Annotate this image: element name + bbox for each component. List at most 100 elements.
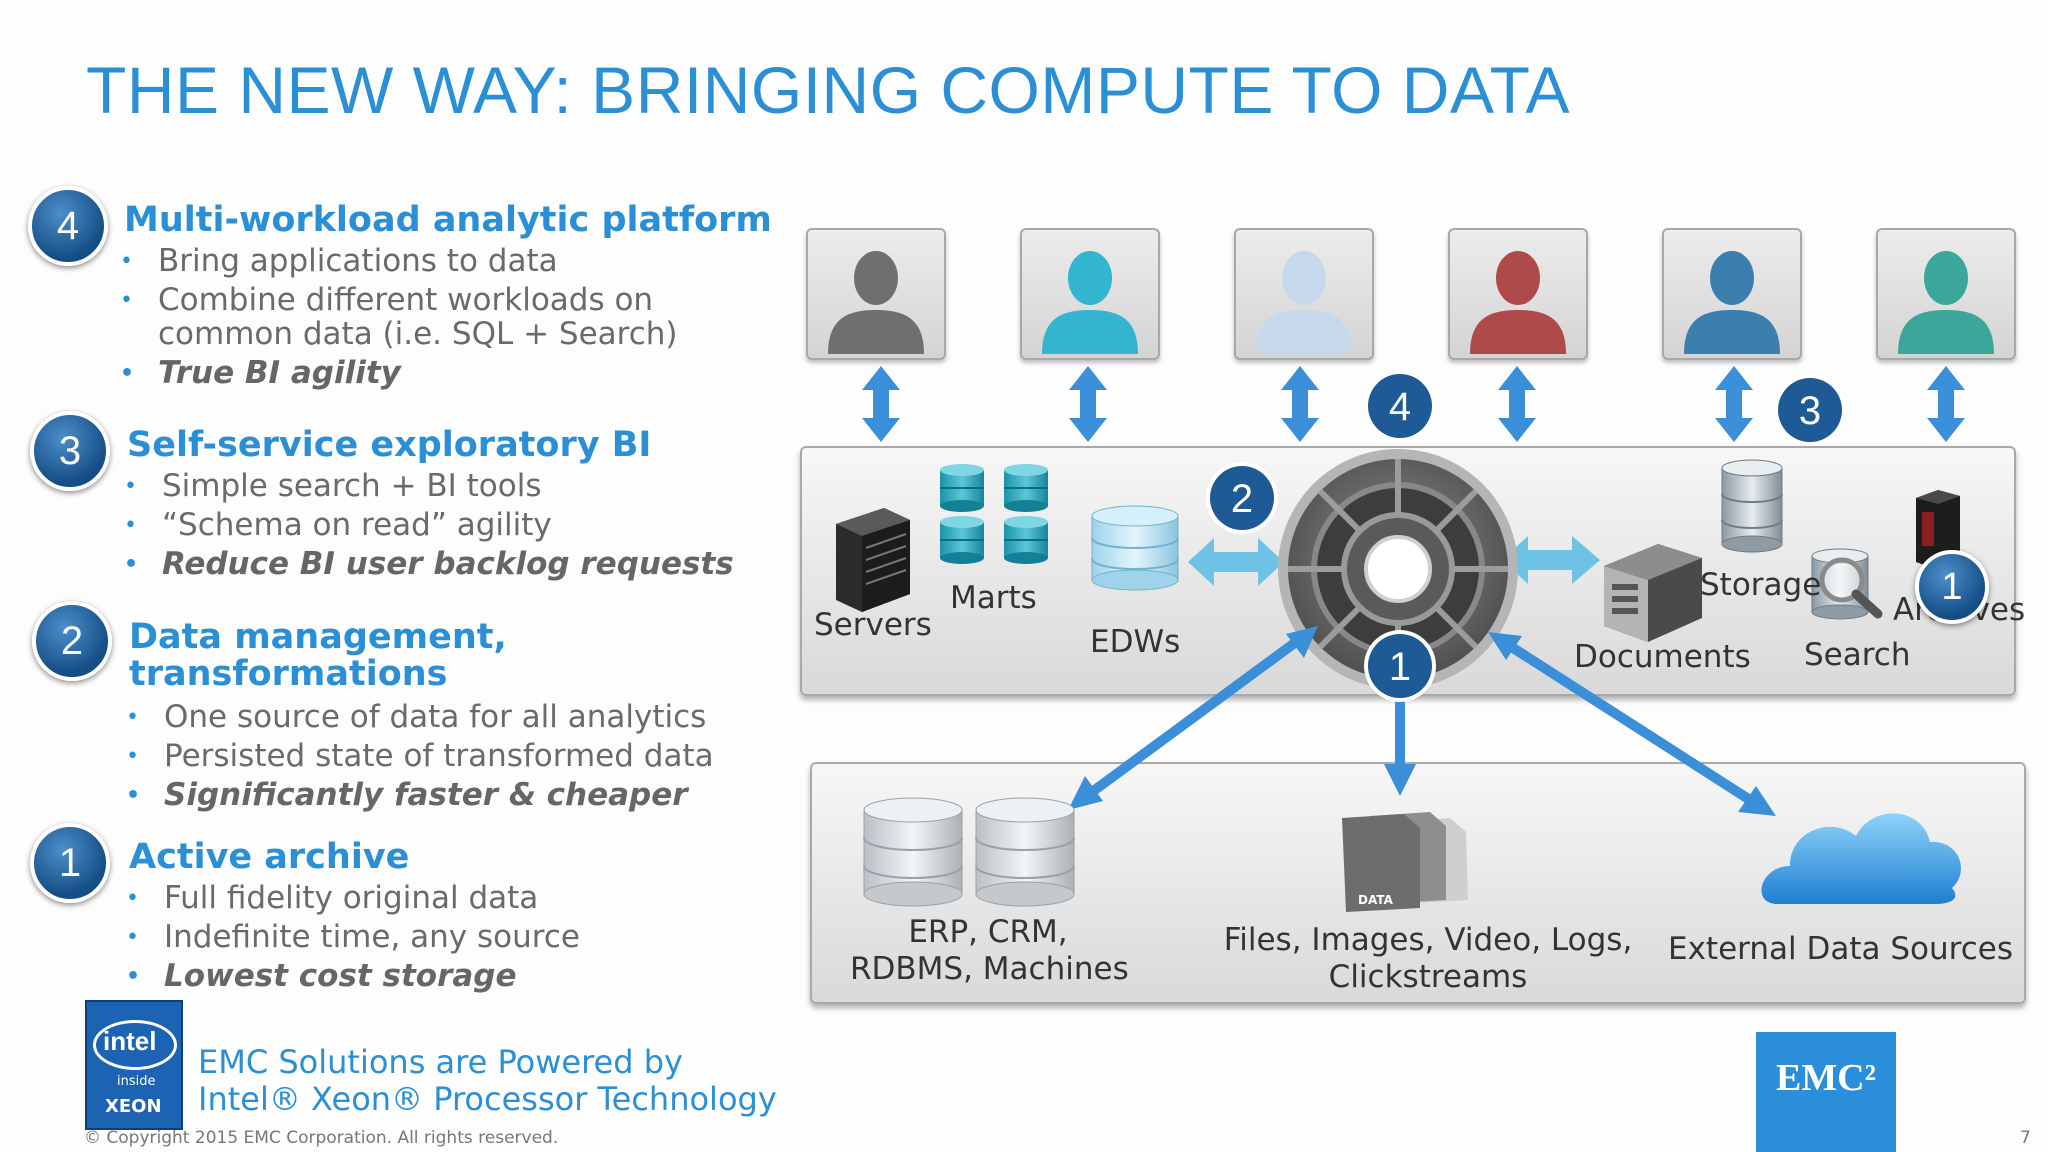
user-avatar (806, 228, 946, 360)
double-arrow-icon (1281, 366, 1319, 442)
label-servers: Servers (814, 607, 932, 643)
intel-powered-text: EMC Solutions are Powered by Intel® Xeon… (198, 1043, 777, 1118)
section-title: Self-service exploratory BI (127, 425, 652, 465)
number-badge-1: 1 (1364, 630, 1436, 702)
bullet: •Bring applications to data (120, 243, 558, 279)
bullet-emphasis: •Significantly faster & cheaper (126, 777, 688, 813)
bullet-continuation: common data (i.e. SQL + Search) (158, 316, 678, 352)
section-active-archive: 1 Active archive •Full fidelity original… (28, 823, 788, 1003)
servers-icon (836, 508, 910, 612)
marts-icon (940, 464, 1048, 564)
svg-text:2: 2 (1231, 477, 1253, 521)
bullet: •Persisted state of transformed data (126, 738, 714, 774)
user-avatar (1448, 228, 1588, 360)
double-arrow-icon (1498, 366, 1536, 442)
double-arrow-icon (1715, 366, 1753, 442)
search-magnifier-icon (1811, 548, 1883, 620)
person-icon (1470, 251, 1566, 354)
emc-logo-text: EMC² (1775, 1057, 1877, 1099)
bullet-emphasis: •Reduce BI user backlog requests (124, 546, 734, 582)
hub-source-arrows (1068, 626, 1776, 816)
bullet-dot: • (126, 705, 139, 730)
label-storage: Storage (1700, 567, 1822, 603)
bullet: •Simple search + BI tools (124, 468, 542, 504)
double-arrow-icon (1502, 536, 1600, 584)
data-tag: DATA (1358, 893, 1394, 907)
down-arrow-icon (1384, 690, 1416, 796)
bullet: •“Schema on read” agility (124, 507, 552, 543)
intel-logo-text: intel (103, 1026, 157, 1056)
section-title-line2: transformations (129, 654, 448, 694)
label-marts: Marts (950, 580, 1037, 616)
intel-inside-text: inside (117, 1074, 156, 1089)
compute-hub-icon (1278, 449, 1518, 689)
double-arrow-icon (862, 366, 900, 442)
slide-title: THE NEW WAY: BRINGING COMPUTE TO DATA (86, 53, 1571, 127)
bullet: •Indefinite time, any source (126, 919, 580, 955)
svg-text:3: 3 (1799, 389, 1821, 433)
bullet-dot: • (126, 744, 139, 769)
label-erp: ERP, CRM, RDBMS, Machines (850, 914, 1129, 987)
intel-xeon-logo: intel inside XEON (85, 1000, 183, 1130)
user-avatar (1234, 228, 1374, 360)
user-avatar (1876, 228, 2016, 360)
erp-database-icon (863, 797, 1075, 907)
label-documents: Documents (1574, 639, 1751, 675)
number-badge-3: 3 (1774, 374, 1846, 446)
section-self-service: 3 Self-service exploratory BI •Simple se… (28, 411, 788, 591)
storage-icon (1721, 459, 1783, 553)
double-arrow-icon (1188, 538, 1284, 586)
double-arrow-icon (1927, 366, 1965, 442)
number-badge-4: 4 (1364, 370, 1436, 442)
bullet-dot: • (126, 925, 139, 950)
bullet: •Full fidelity original data (126, 880, 539, 916)
section-data-management: 2 Data management, transformations •One … (28, 601, 788, 821)
section-multi-workload: 4 Multi-workload analytic platform •Brin… (28, 186, 788, 406)
label-external-sources: External Data Sources (1668, 931, 2013, 967)
bullet-emphasis: •True BI agility (120, 355, 401, 391)
documents-server-icon (1604, 544, 1702, 642)
copyright-text: © Copyright 2015 EMC Corporation. All ri… (84, 1128, 559, 1148)
number-badge-archive: 1 (1915, 550, 1989, 624)
svg-text:4: 4 (1389, 385, 1411, 429)
number-badge: 3 (30, 411, 110, 491)
bullet-dot: • (120, 288, 133, 313)
svg-text:1: 1 (1389, 645, 1411, 689)
hub-horizontal-arrows (1188, 536, 1600, 586)
bullet-dot: • (124, 474, 137, 499)
intel-xeon-text: XEON (105, 1096, 162, 1117)
person-icon (1684, 251, 1780, 354)
number-badge: 1 (30, 823, 110, 903)
bidirectional-arrows (862, 366, 1965, 442)
bullet-dot: • (126, 886, 139, 911)
person-icon (828, 251, 924, 354)
label-files: Files, Images, Video, Logs, Clickstreams (1223, 922, 1633, 995)
diagram-badges: 4 3 2 1 (1206, 370, 1846, 702)
intel-swoosh-icon (93, 1020, 177, 1070)
user-avatar (1020, 228, 1160, 360)
bullet-emphasis: •Lowest cost storage (126, 958, 517, 994)
person-icon (1042, 251, 1138, 354)
number-badge: 2 (32, 601, 112, 681)
bullet-dot: • (124, 513, 137, 538)
user-avatar (1662, 228, 1802, 360)
person-icon (1256, 251, 1352, 354)
section-title: Active archive (129, 837, 410, 877)
data-files-icon: DATA (1342, 812, 1468, 912)
double-arrow-icon (1069, 366, 1107, 442)
emc-logo: EMC² (1756, 1032, 1896, 1152)
bullet: •Combine different workloads on (120, 282, 654, 318)
page-number: 7 (2020, 1128, 2031, 1148)
bullet: •One source of data for all analytics (126, 699, 707, 735)
label-search: Search (1804, 637, 1911, 673)
label-edws: EDWs (1090, 624, 1181, 660)
number-badge-2: 2 (1206, 462, 1278, 534)
number-badge: 4 (28, 186, 108, 266)
double-arrow-icon (1068, 626, 1318, 810)
section-title: Multi-workload analytic platform (124, 200, 772, 240)
cloud-icon (1761, 813, 1961, 904)
double-arrow-icon (1488, 632, 1776, 816)
bullet-dot: • (120, 249, 133, 274)
edw-database-icon (1091, 505, 1179, 591)
